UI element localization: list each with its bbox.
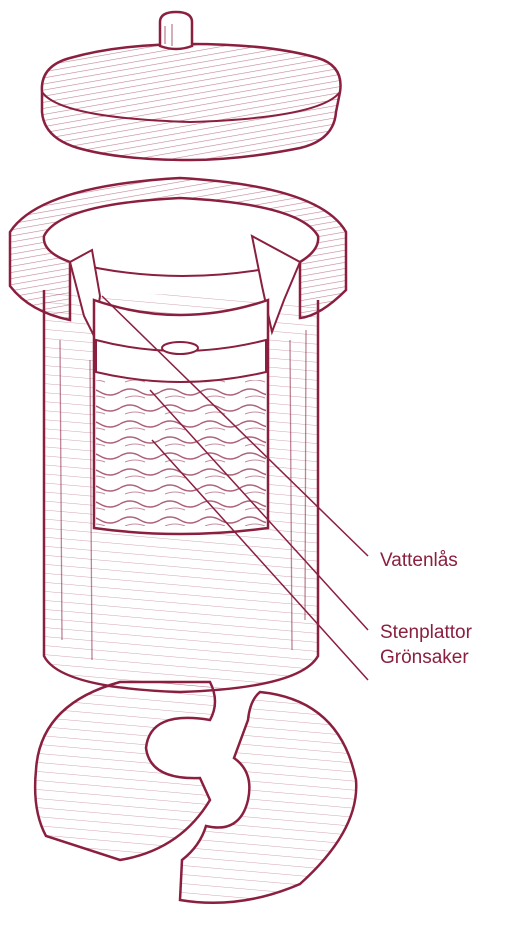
stone-weights — [35, 682, 356, 903]
label-vegetables: Grönsaker — [380, 647, 469, 669]
lid — [42, 12, 341, 160]
label-stone-plates: Stenplattor — [380, 622, 472, 644]
interior-cutaway — [94, 300, 268, 534]
label-water-seal: Vattenlås — [380, 550, 458, 572]
vegetables — [96, 380, 266, 526]
stone-half-left — [35, 682, 215, 860]
